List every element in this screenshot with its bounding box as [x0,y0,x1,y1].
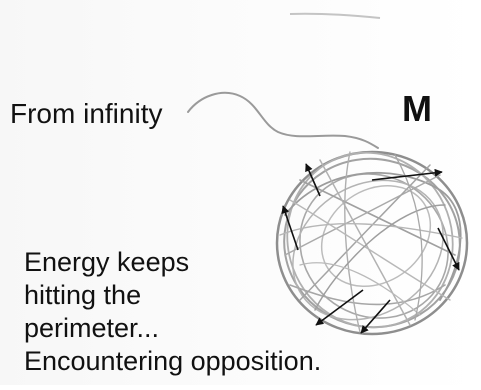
energy-arrow-6 [360,299,391,334]
energy-arrow-4 [437,227,460,271]
stray-pencil-mark [289,12,381,19]
caption-line-3: perimeter... [24,313,160,343]
caption: Energy keeps hitting the perimeter... En… [24,246,321,378]
incoming-path-line [187,91,379,149]
energy-arrow-5 [315,289,364,326]
caption-line-2: hitting the [24,280,142,310]
mass-label: M [402,88,432,129]
caption-line-4: Encountering opposition. [24,346,322,376]
from-infinity-label: From infinity [10,98,163,129]
energy-arrow-2 [371,168,443,181]
energy-arrow-3 [281,205,299,251]
energy-sphere [275,150,469,336]
energy-arrow-1 [305,163,321,197]
caption-line-1: Energy keeps [24,247,190,277]
